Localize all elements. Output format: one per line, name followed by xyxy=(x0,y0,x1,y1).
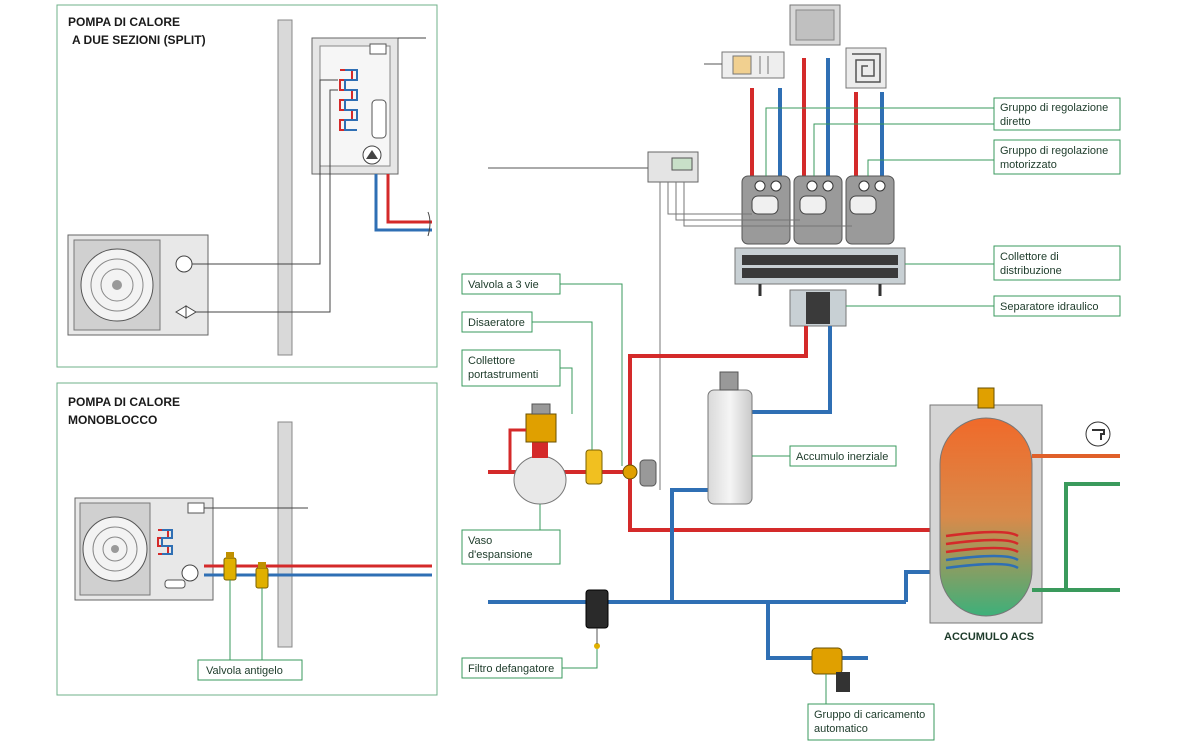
fan-coil-icon xyxy=(789,4,841,46)
hydraulic-separator xyxy=(789,289,847,327)
label-gruppo-diretto xyxy=(993,97,1121,131)
label-accumulo-inerziale xyxy=(789,445,897,467)
label-collettore-portastrumenti xyxy=(461,349,561,387)
split-panel: POMPA DI CALORE A DUE SEZIONI (SPLIT) xyxy=(56,4,438,368)
label-accumulo-inerziale-text: Accumulo inerziale xyxy=(796,451,888,463)
label-collettore-distribuzione xyxy=(993,245,1121,281)
label-valvola-3-vie xyxy=(461,273,561,295)
radiator-icon xyxy=(704,51,785,79)
label-valvola-antigelo xyxy=(197,659,303,681)
dirt-filter xyxy=(585,589,609,649)
floor-heating-icon xyxy=(845,47,887,89)
label-vaso-espansione xyxy=(461,529,561,565)
label-separatore xyxy=(993,295,1121,317)
auto-fill-group xyxy=(811,647,850,692)
label-separatore-text: Separatore idraulico xyxy=(1000,301,1098,313)
tap-icon xyxy=(1085,421,1111,447)
pump-icon xyxy=(181,564,199,582)
valve-icon xyxy=(175,305,197,319)
mono-panel: POMPA DI CALORE MONOBLOCCO xyxy=(56,382,438,696)
label-vaso-line2: d'espansione xyxy=(468,549,533,561)
mono-title-line1: POMPA DI CALORE xyxy=(68,395,180,409)
split-title-line1: POMPA DI CALORE xyxy=(68,15,180,29)
label-collettore-line1: Collettore di xyxy=(1000,251,1059,263)
deaerator xyxy=(585,449,603,485)
label-collettore-port-line1: Collettore xyxy=(468,355,515,367)
label-filtro-defangatore xyxy=(461,657,563,679)
split-indoor-unit xyxy=(311,37,426,175)
three-way-valve xyxy=(622,459,657,487)
label-caricamento-line2: automatico xyxy=(814,723,868,735)
regulation-group-motorized-1 xyxy=(793,175,843,245)
expansion-vessel xyxy=(513,442,567,505)
compressor-icon xyxy=(175,255,193,273)
label-gruppo-diretto-line1: Gruppo di regolazione xyxy=(1000,102,1108,114)
label-gruppo-diretto-line2: diretto xyxy=(1000,116,1031,128)
mono-title-line2: MONOBLOCCO xyxy=(68,413,157,427)
buffer-tank xyxy=(707,371,753,505)
split-outdoor-unit xyxy=(67,234,209,336)
label-gruppo-motorizzato-line2: motorizzato xyxy=(1000,159,1057,171)
label-gruppo-caricamento xyxy=(807,703,935,741)
label-gruppo-motorizzato-line1: Gruppo di regolazione xyxy=(1000,145,1108,157)
label-accumulo-acs: ACCUMULO ACS xyxy=(944,631,1034,643)
label-disaeratore-text: Disaeratore xyxy=(468,317,525,329)
label-gruppo-motorizzato xyxy=(993,139,1121,175)
label-valvola-3-vie-text: Valvola a 3 vie xyxy=(468,279,539,291)
antifreeze-valve-1 xyxy=(223,552,237,581)
label-vaso-line1: Vaso xyxy=(468,535,492,547)
label-caricamento-line1: Gruppo di caricamento xyxy=(814,709,925,721)
label-collettore-line2: distribuzione xyxy=(1000,265,1062,277)
regulation-group-direct xyxy=(741,175,791,245)
distribution-manifold xyxy=(734,247,906,296)
label-valvola-antigelo-text: Valvola antigelo xyxy=(206,665,283,677)
instrument-manifold xyxy=(508,403,557,472)
wall xyxy=(277,19,293,356)
wall-mono xyxy=(277,421,293,648)
label-disaeratore xyxy=(461,311,533,333)
label-filtro-text: Filtro defangatore xyxy=(468,663,554,675)
acs-storage-tank xyxy=(929,387,1120,624)
monobloc-unit xyxy=(74,497,214,601)
label-collettore-port-line2: portastrumenti xyxy=(468,369,538,381)
regulation-group-motorized-2 xyxy=(845,175,895,245)
split-title-line2: A DUE SEZIONI (SPLIT) xyxy=(72,33,206,47)
controller-unit xyxy=(488,151,852,490)
